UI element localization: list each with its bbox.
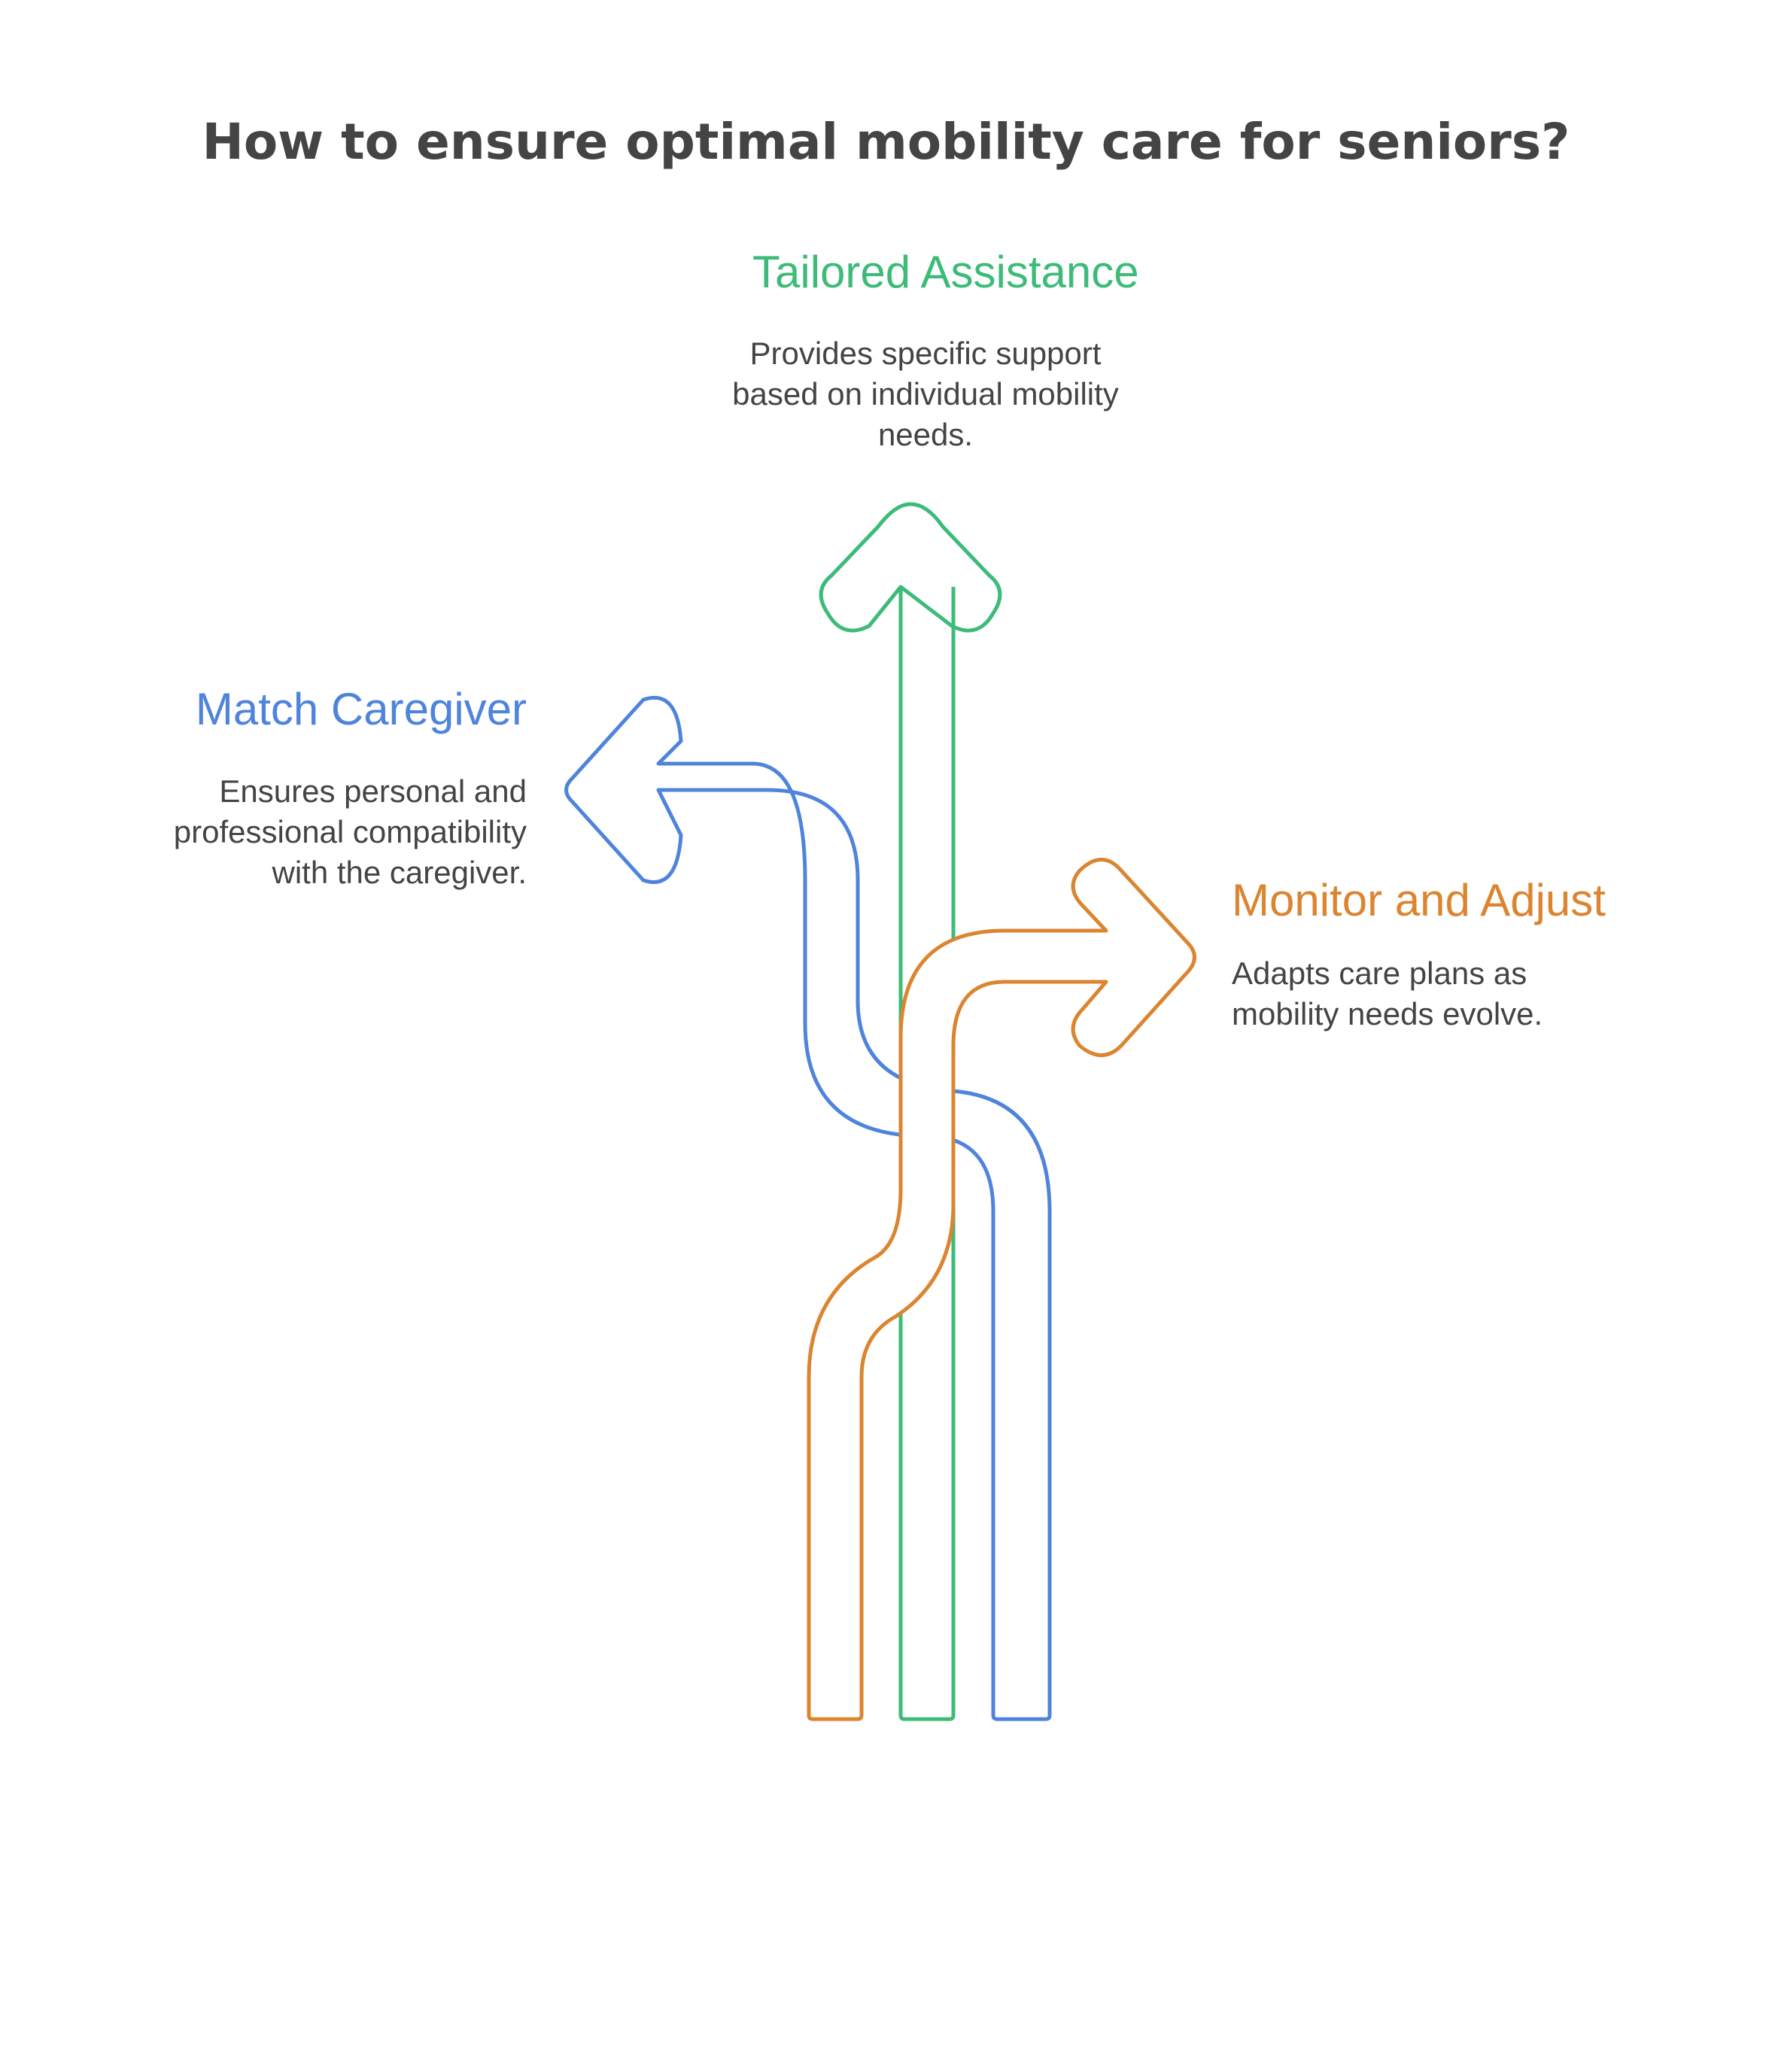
match-caregiver-arrow	[564, 695, 1052, 1721]
tailored-assistance-description: Provides specific support based on indiv…	[732, 336, 1119, 452]
match-caregiver-description: Ensures personal and professional compat…	[173, 773, 527, 890]
monitor-and-adjust-arrow	[807, 858, 1196, 1721]
page-title: How to ensure optimal mobility care for …	[202, 113, 1570, 171]
monitor-and-adjust-heading: Monitor and Adjust	[1232, 875, 1606, 925]
tailored-assistance-arrow	[819, 502, 1002, 1721]
tailored-assistance-heading: Tailored Assistance	[752, 247, 1139, 297]
monitor-and-adjust-description: Adapts care plans as mobility needs evol…	[1232, 955, 1543, 1031]
match-caregiver-heading: Match Caregiver	[195, 684, 527, 734]
